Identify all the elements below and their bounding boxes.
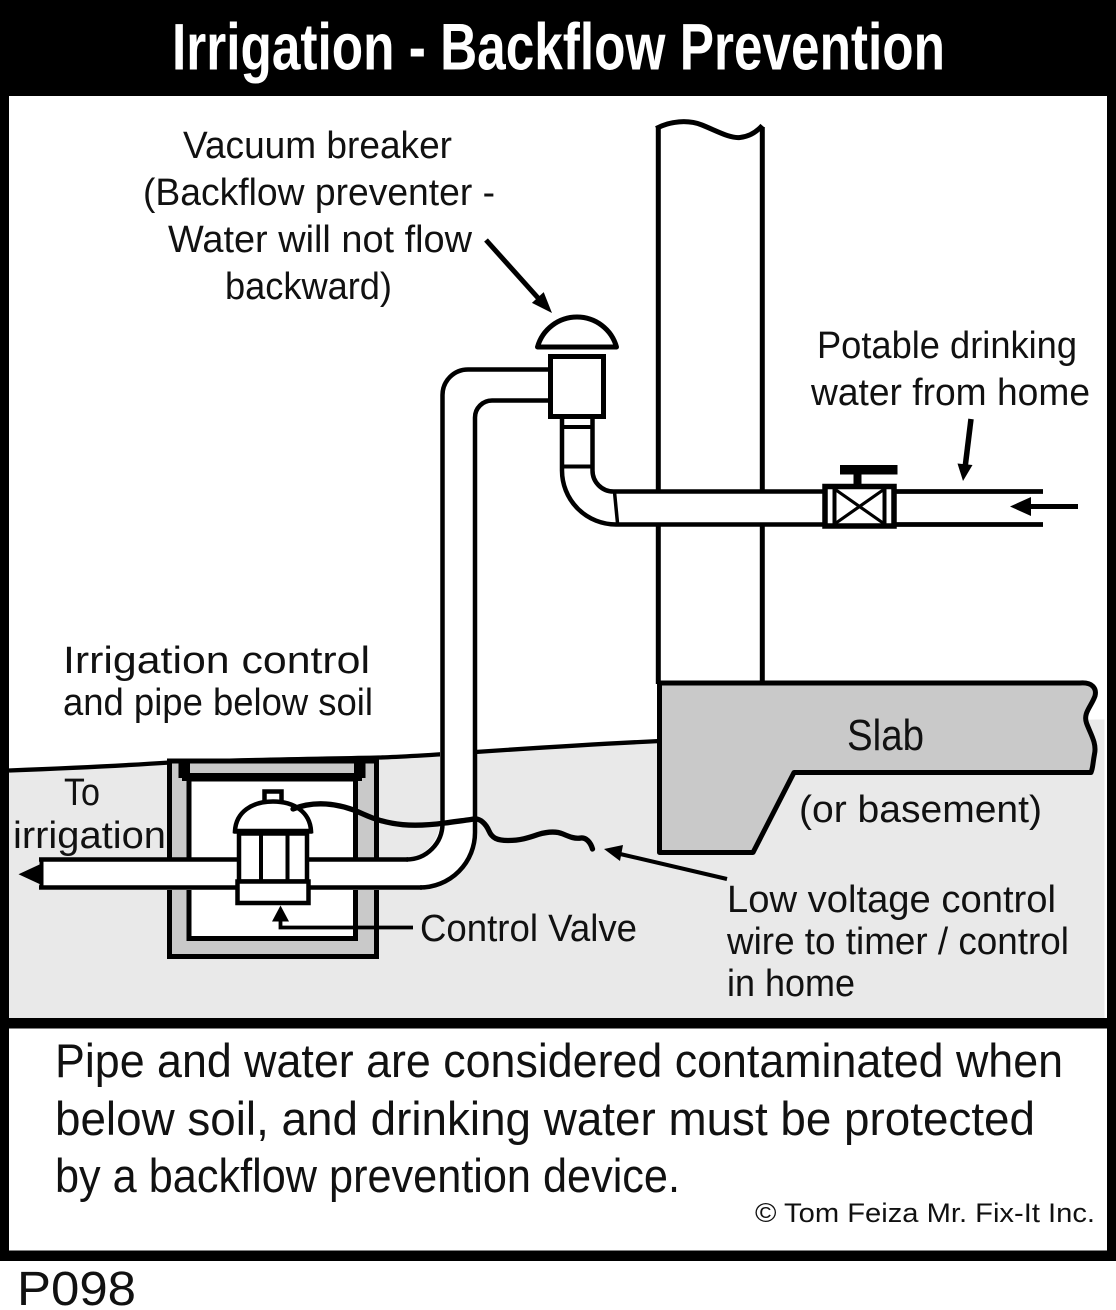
svg-text:Potable drinking: Potable drinking [817,325,1077,367]
svg-text:Slab: Slab [847,711,924,760]
svg-text:and pipe below soil: and pipe below soil [63,682,373,724]
svg-text:Vacuum breaker: Vacuum breaker [183,125,452,167]
svg-text:Irrigation - Backflow Preventi: Irrigation - Backflow Prevention [172,10,945,84]
svg-text:P098: P098 [17,1263,136,1310]
svg-text:below soil, and drinking water: below soil, and drinking water must be p… [55,1092,1035,1145]
svg-text:Control Valve: Control Valve [420,908,637,950]
svg-text:wire to timer / control: wire to timer / control [726,921,1069,963]
svg-text:Water will not flow: Water will not flow [168,219,473,261]
svg-text:Low voltage control: Low voltage control [727,879,1056,921]
svg-text:backward): backward) [225,266,392,308]
svg-text:© Tom Feiza Mr. Fix-It Inc.: © Tom Feiza Mr. Fix-It Inc. [755,1198,1095,1228]
svg-text:in home: in home [727,963,855,1005]
svg-text:water from home: water from home [810,372,1090,414]
svg-text:irrigation: irrigation [13,815,166,857]
svg-text:Irrigation control: Irrigation control [63,640,370,682]
svg-text:(or basement): (or basement) [799,789,1042,831]
svg-text:by a backflow prevention devic: by a backflow prevention device. [55,1149,680,1202]
svg-text:Pipe and water are considered: Pipe and water are considered contaminat… [55,1034,1063,1087]
svg-text:To: To [64,772,100,814]
svg-text:(Backflow preventer -: (Backflow preventer - [143,172,495,214]
